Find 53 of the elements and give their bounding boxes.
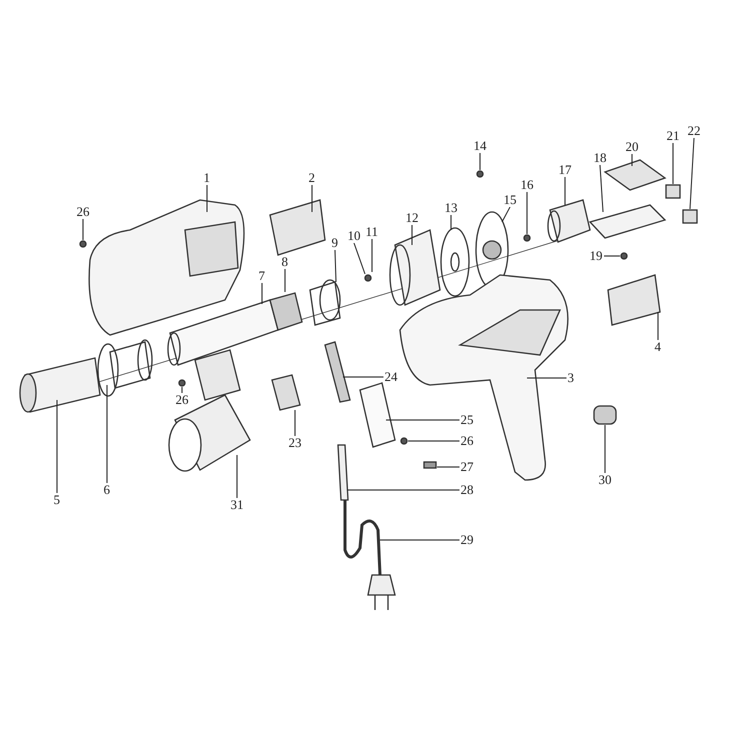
callout-number: 23: [288, 436, 302, 450]
leader-line: [690, 138, 694, 210]
callout-number: 26: [174, 393, 190, 407]
leader-line: [526, 192, 528, 234]
callout-number: 24: [384, 370, 398, 384]
leader-line: [564, 176, 566, 206]
leader-line: [284, 268, 286, 292]
callout-number: 25: [460, 413, 474, 427]
leader-line: [450, 214, 452, 230]
leader-line: [206, 184, 208, 212]
leader-line: [294, 410, 296, 436]
callout-number: 19: [588, 249, 604, 263]
callout-number: 28: [460, 483, 474, 497]
callout-number: 21: [666, 129, 680, 143]
callout-number: 29: [460, 533, 474, 547]
leader-line: [502, 206, 510, 222]
callout-number: 16: [520, 178, 534, 192]
callout-number: 18: [592, 151, 608, 165]
callout-number: 12: [404, 211, 420, 225]
leader-line: [436, 466, 460, 468]
callout-number: 17: [558, 163, 572, 177]
callout-number: 10: [346, 229, 362, 243]
leader-line: [354, 242, 366, 274]
leader-line: [82, 218, 84, 240]
leader-line: [342, 376, 384, 378]
callout-number: 9: [330, 236, 339, 250]
leader-line: [106, 384, 108, 484]
callout-number: 5: [52, 493, 61, 507]
leader-line: [334, 250, 336, 282]
callout-number: 27: [460, 460, 474, 474]
callout-number: 15: [502, 193, 518, 207]
callout-number: 14: [472, 139, 488, 153]
callout-number: 26: [460, 434, 474, 448]
callout-number: 3: [566, 371, 575, 385]
callout-number: 20: [624, 140, 640, 154]
callout-number: 8: [280, 255, 289, 269]
callout-number: 6: [102, 483, 111, 497]
callout-number: 4: [654, 340, 662, 354]
callout-number: 13: [444, 201, 458, 215]
callout-number: 22: [686, 124, 702, 138]
callout-number: 30: [598, 473, 612, 487]
callout-number: 26: [76, 205, 90, 219]
leader-line: [600, 164, 604, 212]
leader-line: [672, 142, 674, 184]
callout-number: 31: [230, 498, 244, 512]
leader-line: [236, 454, 238, 498]
leader-line: [604, 424, 606, 474]
callout-number: 1: [202, 171, 211, 185]
leader-line: [408, 440, 460, 442]
leader-line: [56, 400, 58, 494]
callout-number: 11: [364, 225, 380, 239]
callout-number: 7: [258, 269, 266, 283]
callout-number: 2: [308, 171, 316, 185]
